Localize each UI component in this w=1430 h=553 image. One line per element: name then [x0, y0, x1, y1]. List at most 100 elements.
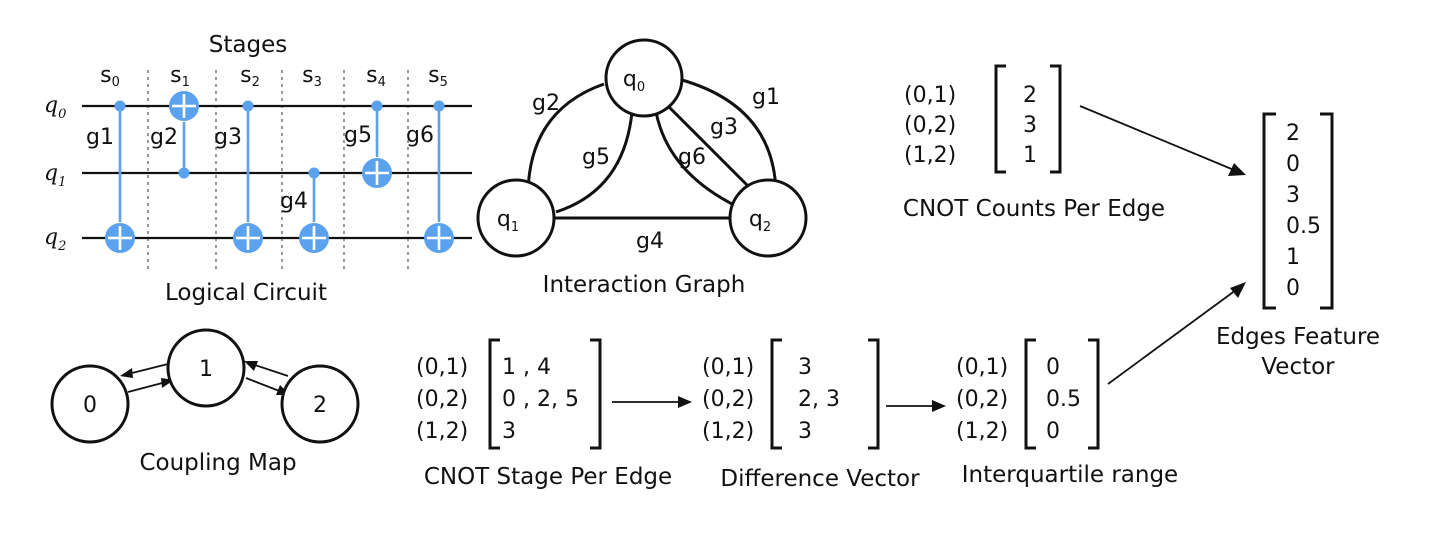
diff-value: 2, 3 — [798, 387, 840, 412]
edge-key: (0,1) — [416, 355, 468, 380]
feature-vector-caption: Edges Feature — [1216, 324, 1380, 350]
cnot-counts-caption: CNOT Counts Per Edge — [903, 196, 1165, 222]
edge-label-g6: g6 — [678, 145, 706, 170]
edge-key: (1,2) — [904, 143, 956, 168]
edge-g2 — [526, 82, 605, 193]
gate-label-g4: g4 — [280, 189, 308, 214]
stage-label-2: s2 — [240, 63, 260, 90]
stage-label-5: s5 — [428, 63, 448, 90]
stages-title: Stages — [209, 32, 287, 58]
stage-label-4: s4 — [366, 63, 386, 90]
qubit-label-1: q1 — [44, 161, 66, 190]
edge-key: (1,2) — [416, 419, 468, 444]
edge-key: (1,2) — [956, 419, 1008, 444]
edge-key: (0,2) — [956, 387, 1008, 412]
right-bracket — [1050, 64, 1062, 174]
edge-label-g4: g4 — [636, 229, 664, 254]
node-label-q2: q2 — [749, 207, 771, 235]
feature-value: 3 — [1286, 183, 1300, 208]
edge-label-g1: g1 — [752, 85, 780, 110]
gate-label-g3: g3 — [214, 125, 242, 150]
cnot-gate-g1 — [105, 100, 135, 253]
gate-label-g5: g5 — [344, 123, 372, 148]
right-bracket — [868, 338, 880, 450]
edge-key: (0,1) — [702, 355, 754, 380]
left-bracket — [994, 64, 1006, 174]
right-bracket — [590, 338, 602, 450]
edge-g6 — [654, 111, 737, 208]
coupling-map-caption: Coupling Map — [139, 450, 296, 476]
interaction-graph: q0 q1 q2 g1 g2 g3 g4 g5 g6 Interaction G… — [476, 38, 808, 298]
right-bracket — [1088, 338, 1100, 450]
cnot-stage-per-edge: (0,1) (0,2) (1,2) 1 , 4 0 , 2, 5 3 CNOT … — [416, 338, 672, 490]
interquartile-range: (0,1) (0,2) (1,2) 0 0.5 0 Interquartile … — [956, 338, 1178, 488]
edge-label-g5: g5 — [582, 145, 610, 170]
cnot-stage-caption: CNOT Stage Per Edge — [424, 464, 672, 490]
stage-value: 0 , 2, 5 — [502, 387, 579, 412]
coupling-node-label-1: 1 — [199, 357, 213, 382]
edge-key: (0,1) — [904, 83, 956, 108]
gate-label-g2: g2 — [150, 125, 178, 150]
control-dot — [433, 100, 445, 112]
stage-label-1: s1 — [170, 63, 190, 90]
interaction-node-q0 — [604, 38, 684, 118]
coupling-node-1 — [166, 328, 246, 408]
arrow-counts-to-vector — [1079, 105, 1246, 176]
cnot-gate-g6 — [424, 100, 454, 253]
stage-value: 1 , 4 — [502, 355, 551, 380]
node-label-q1: q1 — [497, 207, 519, 235]
arrow-iqr-to-vector — [1107, 282, 1246, 385]
gate-label-g1: g1 — [86, 125, 114, 150]
cnot-counts: (0,1) (0,2) (1,2) 2 3 1 CNOT Counts Per … — [903, 64, 1165, 222]
edge-key: (0,2) — [904, 113, 956, 138]
left-bracket — [770, 338, 782, 450]
coupling-node-label-2: 2 — [313, 393, 327, 418]
edge-key: (0,2) — [702, 387, 754, 412]
feature-vector: 2 0 3 0.5 1 0 Edges Feature Vector — [1216, 112, 1380, 380]
control-dot — [178, 167, 190, 179]
logical-circuit-caption: Logical Circuit — [165, 280, 327, 306]
arrow-stage-to-diff — [612, 396, 692, 408]
count-value: 2 — [1023, 83, 1037, 108]
coupling-node-label-0: 0 — [83, 393, 97, 418]
coupling-node-0 — [50, 364, 130, 444]
diff-value: 3 — [798, 419, 812, 444]
stage-value: 3 — [502, 419, 516, 444]
cnot-gate-g2 — [169, 91, 199, 179]
iqr-caption: Interquartile range — [962, 462, 1178, 488]
feature-value: 0 — [1286, 152, 1300, 177]
interaction-node-q2 — [728, 178, 808, 258]
cnot-gate-g5 — [362, 100, 392, 188]
feature-vector-caption-2: Vector — [1261, 354, 1335, 380]
edge-label-g2: g2 — [532, 91, 560, 116]
coupling-node-2 — [280, 364, 360, 444]
coupling-map: 0 1 2 Coupling Map — [50, 328, 360, 476]
interaction-node-q1 — [476, 178, 556, 258]
count-value: 3 — [1023, 113, 1037, 138]
logical-circuit: Stages s0 s1 s2 s3 s4 s5 q0 q1 q2 — [44, 32, 472, 306]
qubit-label-0: q0 — [44, 93, 66, 122]
left-bracket — [488, 338, 500, 450]
control-dot — [308, 167, 320, 179]
cnot-gate-g4 — [299, 167, 329, 253]
arrow-diff-to-iqr — [886, 400, 946, 412]
feature-value: 0 — [1286, 276, 1300, 301]
count-value: 1 — [1023, 143, 1037, 168]
edge-g1 — [681, 78, 778, 201]
stage-label-3: s3 — [302, 63, 322, 90]
right-bracket — [1320, 112, 1334, 310]
feature-value: 1 — [1286, 245, 1300, 270]
feature-value: 2 — [1286, 121, 1300, 146]
control-dot — [242, 100, 254, 112]
control-dot — [371, 100, 383, 112]
cnot-gate-g3 — [233, 100, 263, 253]
edge-label-g3: g3 — [710, 115, 738, 140]
difference-vector: (0,1) (0,2) (1,2) 3 2, 3 3 Difference Ve… — [702, 338, 920, 492]
iqr-value: 0 — [1046, 355, 1060, 380]
edge-g3 — [664, 102, 754, 192]
left-bracket — [1024, 338, 1036, 450]
qubit-label-2: q2 — [44, 225, 66, 254]
stage-label-0: s0 — [100, 63, 120, 90]
